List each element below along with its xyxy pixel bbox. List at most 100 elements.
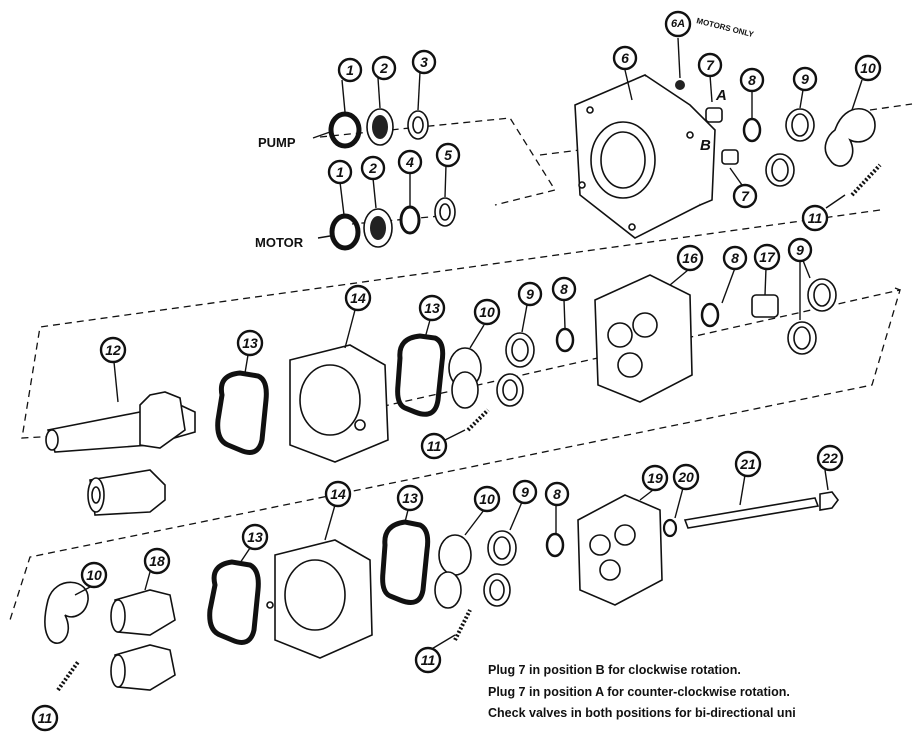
- callout-14-a: 14: [344, 284, 372, 312]
- callout-8-top: 8: [739, 67, 765, 93]
- callout-12: 12: [99, 336, 127, 364]
- callout-18-text: 18: [149, 553, 165, 569]
- rotation-notes: Plug 7 in position B for clockwise rotat…: [488, 663, 796, 720]
- callout-1-motor-text: 1: [336, 164, 344, 180]
- callout-2-pump: 2: [371, 55, 397, 81]
- callout-5-text: 5: [444, 147, 452, 163]
- callout-10-middle: 10: [473, 298, 501, 326]
- callout-4: 4: [397, 149, 423, 175]
- callout-8-middle-text: 8: [560, 281, 568, 297]
- pump-label: PUMP: [258, 135, 296, 150]
- callout-13-a-text: 13: [242, 335, 258, 351]
- callout-17-text: 17: [759, 249, 776, 265]
- callout-17: 17: [753, 243, 781, 271]
- callout-1-pump: 1: [337, 57, 363, 83]
- middle-row-parts: [215, 274, 837, 463]
- callout-10-top-text: 10: [860, 60, 876, 76]
- callout-20: 20: [672, 463, 700, 491]
- callout-10-bottom-text: 10: [479, 491, 495, 507]
- callout-4-text: 4: [405, 154, 414, 170]
- callout-11-left-text: 11: [38, 710, 53, 726]
- callout-9-middle-text: 9: [526, 286, 534, 302]
- plug-position-a-label: A: [715, 87, 727, 104]
- motor-label: MOTOR: [255, 235, 304, 250]
- callout-11-left: 11: [31, 704, 59, 732]
- callout-8-bottom: 8: [544, 481, 570, 507]
- drive-shaft-12: [45, 391, 196, 516]
- callout-10-bottom: 10: [473, 485, 501, 513]
- callout-11-bottom: 11: [414, 646, 442, 674]
- callout-13-c-text: 13: [247, 529, 263, 545]
- callout-10-left: 10: [80, 561, 108, 589]
- housing-6: [574, 74, 716, 239]
- note-line-3: Check valves in both positions for bi-di…: [488, 706, 796, 720]
- plug-position-b-label: B: [700, 137, 711, 154]
- callout-16: 16: [676, 244, 704, 272]
- callout-6-text: 6: [621, 50, 629, 66]
- callout-6: 6: [612, 45, 638, 71]
- callout-10-left-text: 10: [86, 567, 102, 583]
- callout-7-b: 7: [732, 183, 758, 209]
- callout-14-b: 14: [324, 480, 352, 508]
- callout-9-middle: 9: [517, 281, 543, 307]
- callout-6a: 6A: [664, 10, 692, 38]
- leader-lines: [74, 37, 863, 651]
- callout-10-middle-text: 10: [479, 304, 495, 320]
- bottom-row-parts: [44, 491, 839, 692]
- callout-13-b-text: 13: [424, 300, 440, 316]
- callout-21: 21: [734, 450, 762, 478]
- callout-19-text: 19: [647, 470, 663, 486]
- callout-1-motor: 1: [327, 159, 353, 185]
- callout-9-right-text: 9: [796, 242, 804, 258]
- callout-22-text: 22: [821, 450, 838, 466]
- callout-9-bottom-text: 9: [521, 484, 529, 500]
- callout-8-right: 8: [722, 245, 748, 271]
- callout-11-top-text: 11: [808, 210, 823, 226]
- note-line-1: Plug 7 in position B for clockwise rotat…: [488, 663, 741, 677]
- callout-19: 19: [641, 464, 669, 492]
- callout-13-c: 13: [241, 523, 269, 551]
- callout-13-b: 13: [418, 294, 446, 322]
- motors-only-label: MOTORS ONLY: [696, 16, 756, 39]
- callout-7-b-text: 7: [741, 188, 750, 204]
- callout-3: 3: [411, 49, 437, 75]
- callout-13-d-text: 13: [402, 490, 418, 506]
- callout-1-pump-text: 1: [346, 62, 354, 78]
- callout-8-top-text: 8: [748, 72, 756, 88]
- callout-8-middle: 8: [551, 276, 577, 302]
- callout-9-top-text: 9: [801, 71, 809, 87]
- callout-21-text: 21: [739, 456, 756, 472]
- top-seal-parts: [328, 108, 456, 251]
- callout-2-motor-text: 2: [368, 160, 377, 176]
- callout-20-text: 20: [677, 469, 694, 485]
- callout-9-top: 9: [792, 66, 818, 92]
- callout-12-text: 12: [105, 342, 121, 358]
- callout-10-top: 10: [854, 54, 882, 82]
- callout-6a-text: 6A: [671, 18, 685, 30]
- callout-2-pump-text: 2: [379, 60, 388, 76]
- callout-9-right: 9: [787, 237, 813, 263]
- callout-14-a-text: 14: [350, 290, 366, 306]
- note-line-2: Plug 7 in position A for counter-clockwi…: [488, 685, 790, 699]
- top-right-parts: [675, 80, 882, 197]
- callout-11-bottom-text: 11: [421, 652, 436, 668]
- callout-8-bottom-text: 8: [553, 486, 561, 502]
- callout-16-text: 16: [682, 250, 698, 266]
- callout-7-a: 7: [697, 52, 723, 78]
- callout-9-bottom: 9: [512, 479, 538, 505]
- callout-11-middle-text: 11: [427, 438, 442, 454]
- callout-13-a: 13: [236, 329, 264, 357]
- callout-11-middle: 11: [420, 432, 448, 460]
- callout-14-b-text: 14: [330, 486, 346, 502]
- callout-7-a-text: 7: [706, 57, 715, 73]
- callout-11-top: 11: [801, 204, 829, 232]
- callout-8-right-text: 8: [731, 250, 739, 266]
- callout-18: 18: [143, 547, 171, 575]
- callout-3-text: 3: [420, 54, 428, 70]
- callout-5: 5: [435, 142, 461, 168]
- callout-2-motor: 2: [360, 155, 386, 181]
- callout-22: 22: [816, 444, 844, 472]
- callout-13-d: 13: [396, 484, 424, 512]
